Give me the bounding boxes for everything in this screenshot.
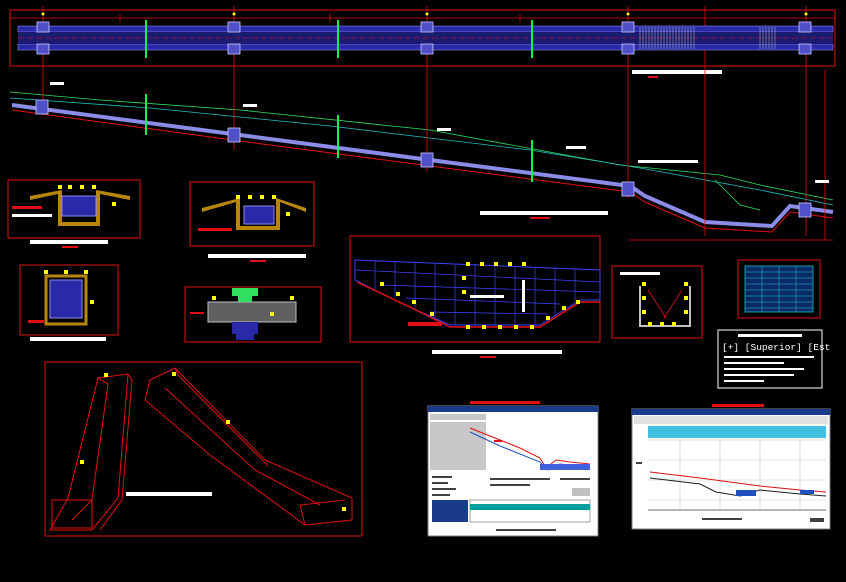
title-block: [+] [Superior] [Est bbox=[717, 329, 830, 389]
longitudinal-profile bbox=[9, 70, 834, 241]
cross-section-culvert bbox=[184, 286, 322, 343]
software-screenshot-1 bbox=[427, 401, 599, 537]
plan-view bbox=[9, 6, 836, 78]
data-table bbox=[737, 259, 821, 319]
isometric-3d-view bbox=[44, 361, 363, 537]
u-channel-section bbox=[611, 265, 703, 339]
cross-section-2 bbox=[189, 181, 315, 262]
viewport-label: [+] [Superior] [Est bbox=[722, 342, 830, 353]
cross-section-1 bbox=[7, 179, 141, 248]
cross-section-box bbox=[19, 264, 119, 341]
drop-structure-detail bbox=[349, 235, 601, 358]
software-screenshot-2 bbox=[631, 404, 831, 530]
